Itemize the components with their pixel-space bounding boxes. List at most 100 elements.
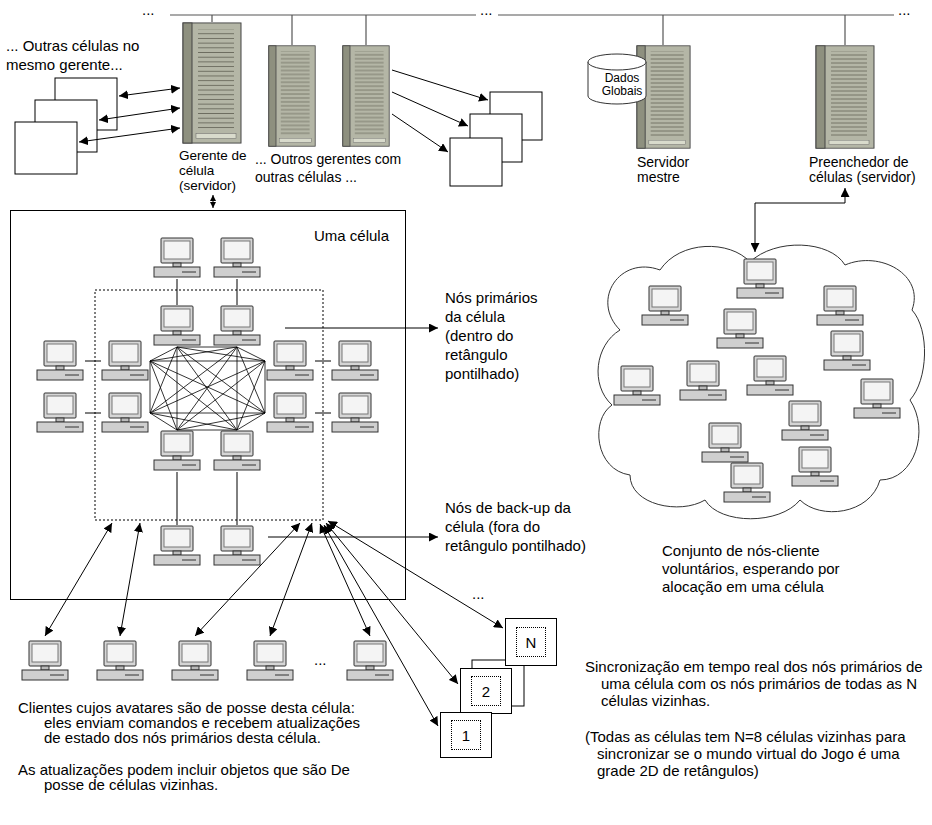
mesh-link [177, 347, 237, 348]
other-cell-box [450, 138, 502, 186]
computer-icon [22, 641, 68, 680]
server-label: Preenchedor de células (servidor) [806, 45, 930, 185]
network-bus [291, 15, 292, 45]
database-label: Dados Globais [588, 68, 656, 102]
node-text: 1 [451, 720, 481, 750]
caption-text: Clientes cujos avatares são de posse des… [18, 700, 363, 745]
backup-link [177, 472, 178, 525]
neighbor-sync-link [326, 523, 458, 684]
client-link [270, 523, 312, 636]
other-cell-box [15, 122, 77, 174]
computer-icon [824, 331, 870, 370]
server-label: Gerente de célula (servidor) [176, 22, 250, 193]
database-cylinder [588, 54, 646, 70]
mesh-link [177, 413, 265, 430]
mesh-link [150, 347, 237, 361]
connector-arrow [213, 195, 214, 208]
mesh-link [265, 361, 266, 413]
computer-icon [347, 641, 393, 680]
client-link [195, 523, 300, 636]
computer-icon [102, 393, 148, 432]
computer-icon [154, 238, 200, 277]
computer-icon [267, 393, 313, 432]
node-text: Servidor mestre [637, 155, 718, 185]
computer-icon [154, 526, 200, 565]
node-text: N [516, 627, 546, 657]
mesh-link [177, 430, 237, 431]
mesh-link [177, 347, 178, 430]
neighbor-cell: N [505, 618, 557, 666]
server-icon [183, 23, 874, 148]
backup-link [85, 279, 331, 525]
ellipsis: ... [896, 0, 913, 19]
cell-box: Uma célula [10, 210, 406, 600]
backup-link [315, 413, 331, 414]
computer-icon [854, 379, 900, 418]
callout-text: Nós de back-up da célula (fora do retâng… [445, 498, 597, 555]
backup-link [85, 361, 101, 362]
computer-icon [37, 341, 83, 380]
network-bus [662, 15, 663, 45]
neighbor-cell: 1 [440, 712, 492, 758]
node-text: Dados Globais [588, 72, 656, 98]
computer-icon [817, 286, 863, 325]
caption-text: (Todas as células tem N=8 células vizinh… [585, 728, 925, 779]
mesh-link [150, 361, 265, 413]
backup-link [237, 472, 238, 525]
node-text: Uma célula [314, 227, 389, 244]
client-link [120, 523, 140, 636]
backup-link [177, 279, 178, 305]
mesh-link [150, 413, 265, 414]
computer-icon [332, 393, 378, 432]
computer-icon [214, 526, 260, 565]
network-bus [844, 15, 845, 45]
client-link [320, 524, 370, 636]
ellipsis: ... [478, 0, 495, 19]
note-text: ... Outros gerentes com outras células .… [255, 150, 407, 186]
primary-rectangle [95, 290, 323, 520]
manager-link [392, 114, 448, 152]
computer-icon [614, 366, 660, 405]
computer-icon [680, 361, 726, 400]
mesh-link [150, 361, 237, 430]
computer-icon [172, 641, 218, 680]
mesh-link [237, 413, 265, 430]
server-icon [816, 46, 874, 148]
computer-icon [37, 393, 83, 432]
client-link [45, 523, 370, 636]
computer-icon [214, 431, 260, 470]
mesh-link [177, 361, 265, 430]
server-icon [183, 23, 241, 143]
cloud-outline [598, 245, 925, 519]
backup-link [85, 413, 101, 414]
leader-arrow [285, 328, 438, 329]
leader-arrow [268, 328, 438, 537]
mesh-link [237, 361, 265, 430]
mesh-link [177, 347, 265, 413]
computer-icon [724, 463, 770, 502]
network-bus [170, 15, 894, 45]
server-icon [269, 46, 315, 146]
neighbor-sync-link [324, 525, 438, 726]
node-text: 2 [471, 676, 501, 706]
computer-icon [642, 286, 688, 325]
network-bus [211, 15, 212, 22]
ellipsis: ... [312, 650, 329, 669]
computer-icon [702, 423, 748, 462]
computer-icon [792, 447, 838, 486]
network-bus [170, 14, 476, 15]
mesh-link [177, 347, 237, 430]
network-bus [498, 14, 894, 15]
backup-link [315, 361, 331, 362]
manager-link [79, 70, 488, 152]
mesh-link [150, 347, 265, 430]
callout-text: Nós primários da célula (dentro do retân… [445, 288, 555, 383]
computer-icon [154, 306, 200, 345]
computer-icon [97, 641, 143, 680]
neighbor-cell: 2 [460, 668, 512, 714]
computer-icon [214, 238, 260, 277]
computer-icon [247, 641, 293, 680]
caption-text: Sincronização em tempo real dos nós prim… [585, 658, 925, 709]
manager-link [392, 70, 488, 100]
